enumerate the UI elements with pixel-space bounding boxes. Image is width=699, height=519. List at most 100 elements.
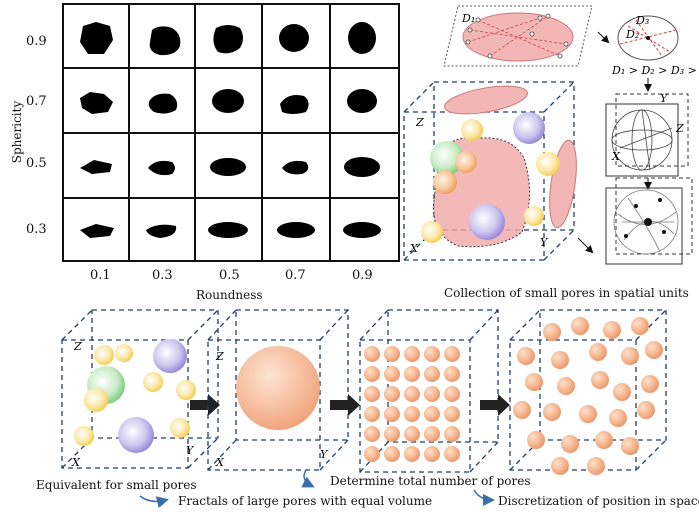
pore-cube bbox=[403, 81, 575, 261]
lattice-sphere bbox=[384, 426, 400, 442]
small-pores-mid bbox=[421, 112, 560, 243]
x-tick-03: 0.3 bbox=[152, 268, 173, 283]
sphere-x-label: X bbox=[611, 150, 621, 163]
cube3-x-label: X bbox=[215, 456, 225, 469]
discretized-sphere bbox=[595, 431, 613, 449]
discretized-sphere bbox=[645, 341, 663, 359]
lattice-sphere bbox=[444, 406, 460, 422]
x-tick-01: 0.1 bbox=[90, 268, 111, 283]
discretized-sphere bbox=[613, 383, 631, 401]
grain-s03-r07 bbox=[277, 222, 315, 238]
lattice-sphere bbox=[364, 426, 380, 442]
lattice-sphere bbox=[404, 346, 420, 362]
y-tick-05: 0.5 bbox=[26, 156, 47, 171]
discretized-sphere bbox=[543, 403, 561, 421]
lattice-sphere bbox=[424, 406, 440, 422]
grain-s05-r03 bbox=[148, 160, 175, 176]
grain-s07-r05 bbox=[212, 89, 244, 113]
grain-s07-r01 bbox=[80, 92, 113, 114]
discretized-sphere bbox=[609, 409, 627, 427]
grain-s09-r07 bbox=[279, 24, 309, 52]
big-arrow-1 bbox=[190, 394, 220, 416]
discretized-sphere bbox=[551, 457, 569, 475]
grain-s07-r09 bbox=[347, 89, 377, 113]
caption-arrow-1 bbox=[139, 495, 169, 509]
lattice-sphere bbox=[404, 366, 420, 382]
y-tick-09: 0.9 bbox=[26, 34, 47, 49]
caption-discretization: Discretization of position in space bbox=[498, 494, 699, 508]
cube3-z-label: Z bbox=[215, 350, 224, 363]
grain-s05-r01 bbox=[80, 160, 112, 174]
discretized-sphere bbox=[543, 323, 561, 341]
sphere-z-label: Z bbox=[675, 122, 684, 135]
sphere-cube bbox=[605, 93, 689, 177]
pink-ellipse-top bbox=[444, 85, 528, 115]
discretized-sphere bbox=[587, 457, 605, 475]
discretized-sphere bbox=[621, 437, 639, 455]
discretized-sphere bbox=[637, 401, 655, 419]
grain-s05-r07 bbox=[282, 160, 309, 175]
network-cube bbox=[605, 177, 693, 265]
discretized-sphere bbox=[513, 401, 531, 419]
lattice-sphere bbox=[404, 406, 420, 422]
caption-determine: Determine total number of pores bbox=[330, 474, 531, 488]
discretized-sphere bbox=[641, 375, 659, 393]
y-tick-07: 0.7 bbox=[26, 94, 47, 109]
discretized-sphere bbox=[579, 405, 597, 423]
cube1-y-label: Y bbox=[540, 236, 549, 249]
caption-equivalent: Equivalent for small pores bbox=[36, 478, 197, 492]
y-tick-03: 0.3 bbox=[26, 222, 47, 237]
caption-collection: Collection of small pores in spatial uni… bbox=[444, 286, 689, 300]
lattice-sphere bbox=[384, 366, 400, 382]
grid-lines bbox=[62, 3, 400, 262]
discretized-sphere bbox=[589, 343, 607, 361]
ellipse-axes bbox=[617, 15, 679, 61]
lattice-sphere bbox=[424, 346, 440, 362]
discretized-sphere bbox=[591, 371, 609, 389]
lattice-sphere bbox=[444, 446, 460, 462]
grain-s03-r03 bbox=[146, 224, 177, 238]
grain-s09-r05 bbox=[213, 25, 243, 54]
label-d3: D₃ bbox=[635, 14, 649, 27]
cube1-x-label: X bbox=[409, 242, 419, 255]
grain-s07-r03 bbox=[148, 93, 178, 114]
scattered-spheres bbox=[513, 317, 663, 475]
grain-shapes bbox=[80, 22, 376, 56]
bottom-small-pores bbox=[74, 339, 196, 453]
lattice-sphere bbox=[444, 366, 460, 382]
lattice-sphere bbox=[384, 386, 400, 402]
discretized-sphere bbox=[603, 321, 621, 339]
bottom-cube-2 bbox=[207, 309, 349, 471]
discretized-sphere bbox=[525, 373, 543, 391]
x-tick-09: 0.9 bbox=[352, 268, 373, 283]
ellipse-plane bbox=[443, 5, 593, 67]
lattice-sphere bbox=[404, 426, 420, 442]
lattice-sphere bbox=[424, 446, 440, 462]
discretized-sphere bbox=[571, 317, 589, 335]
lattice-sphere bbox=[444, 386, 460, 402]
discretized-sphere bbox=[557, 377, 575, 395]
lattice-sphere bbox=[364, 346, 380, 362]
cube1-z-label: Z bbox=[415, 116, 424, 129]
grain-s03-r01 bbox=[80, 224, 114, 238]
grain-s03-r05 bbox=[208, 222, 248, 238]
grain-s05-r09 bbox=[344, 157, 380, 177]
big-arrow-3 bbox=[480, 394, 510, 416]
lattice-sphere bbox=[384, 406, 400, 422]
lattice-sphere bbox=[424, 366, 440, 382]
lattice-sphere bbox=[424, 426, 440, 442]
grain-s09-r01 bbox=[80, 22, 113, 54]
discretized-sphere bbox=[517, 347, 535, 365]
cube3-y-label: Y bbox=[320, 448, 329, 461]
sphere-lattice bbox=[364, 346, 460, 462]
inequality-label: D₁ > D₂ > D₃ > D₄ bbox=[611, 64, 699, 77]
grain-s03-r09 bbox=[343, 222, 381, 238]
label-d2: D₂ bbox=[625, 28, 639, 41]
equivalent-large-sphere bbox=[236, 346, 320, 430]
caption-arrow-2 bbox=[301, 469, 315, 488]
lattice-sphere bbox=[364, 406, 380, 422]
discretized-sphere bbox=[621, 347, 639, 365]
lattice-sphere bbox=[384, 346, 400, 362]
lattice-sphere bbox=[444, 426, 460, 442]
caption-arrow-3 bbox=[473, 489, 495, 506]
